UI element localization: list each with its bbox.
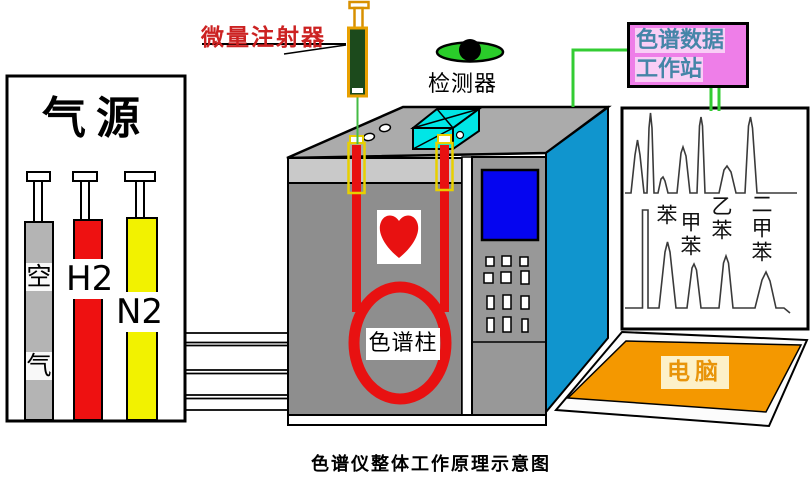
column-label: 色谱柱 [366,328,440,360]
peak-label-ethylbenzene: 乙苯 [709,195,733,243]
h2-cylinder-icon [72,171,103,421]
chromatogram-upper-trace [625,112,797,194]
chromatogram-lower-trace [625,209,791,314]
keypad [483,255,530,333]
instrument-base [287,414,547,426]
heart-icon [379,215,419,258]
signal-lines [571,48,721,111]
workstation-label-line2: 工作站 [635,57,704,82]
peak-label-benzene: 苯 [654,204,678,228]
n2-label: N2 [114,292,166,332]
air-label-char-2: 气 [26,351,52,380]
panel-gap-strip [461,156,473,416]
air-label-char-1: 空 [26,262,52,291]
detector-eye-icon [435,39,505,63]
monitor [620,106,810,331]
heart-card [377,210,421,264]
air-cylinder-icon [24,171,54,421]
peak-label-xylene: 二甲苯 [749,193,773,265]
workstation-label-line1: 色谱数据 [635,28,726,53]
column-loop [348,281,452,405]
peak-label-toluene: 甲苯 [678,211,702,259]
computer-label: 电脑 [661,356,729,389]
syringe-label: 微量注射器 [201,25,326,51]
detector-to-workstation-line [571,48,627,107]
gas-pipes [186,332,290,411]
gas-source-title: 气源 [42,93,150,144]
syringe-icon [347,0,370,144]
h2-label: H2 [64,259,116,299]
syringe-label-lines [202,43,347,55]
detector-label: 检测器 [428,72,498,97]
diagram-caption: 色谱仪整体工作原理示意图 [311,454,551,475]
data-workstation-box: 色谱数据 工作站 [627,22,749,88]
display-screen [480,168,540,242]
